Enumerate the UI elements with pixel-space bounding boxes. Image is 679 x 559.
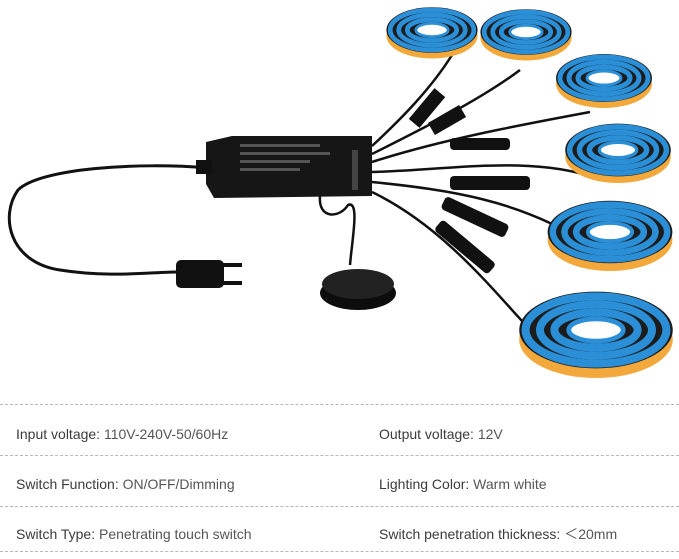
spec-label: Output voltage: (379, 426, 474, 442)
divider-1 (0, 404, 679, 405)
spec-value: ＜20mm (560, 526, 618, 542)
led-strip-reel-6 (519, 292, 673, 378)
spec-value: Penetrating touch switch (95, 526, 252, 542)
lighting-color-spec: Lighting Color: Warm white (379, 459, 547, 509)
cable-connectors (408, 88, 530, 274)
spec-label: Switch Type: (16, 526, 96, 542)
switch-function-spec: Switch Function: ON/OFF/Dimming (16, 459, 235, 509)
touch-sensor (320, 269, 396, 310)
spec-value: ON/OFF/Dimming (118, 476, 235, 492)
divider-4 (0, 551, 679, 552)
spec-label: Switch Function: (16, 476, 119, 492)
led-strip-reel-4 (565, 124, 671, 183)
spec-label: Input voltage: (16, 426, 101, 442)
spec-row-2: Switch Function: ON/OFF/Dimming Lighting… (0, 459, 679, 509)
led-strip-reel-2 (480, 9, 571, 60)
divider-2 (0, 455, 679, 456)
spec-value: Warm white (469, 476, 547, 492)
spec-value: 12V (473, 426, 503, 442)
power-plug (176, 260, 242, 288)
output-voltage-spec: Output voltage: 12V (379, 409, 503, 459)
spec-label: Switch penetration thickness: (379, 526, 561, 542)
spec-row-3: Switch Type: Penetrating touch switch Sw… (0, 509, 679, 559)
spec-label: Lighting Color: (379, 476, 470, 492)
power-cable (7, 164, 209, 276)
input-voltage-spec: Input voltage: 110V-240V-50/60Hz (16, 409, 228, 459)
spec-value: 110V-240V-50/60Hz (100, 426, 229, 442)
product-illustration (7, 0, 679, 402)
switch-penetration-thickness-spec: Switch penetration thickness: ＜20mm (379, 509, 617, 559)
switch-type-spec: Switch Type: Penetrating touch switch (16, 509, 252, 559)
led-strip-reel-3 (556, 54, 652, 108)
divider-3 (0, 506, 679, 507)
led-strip-reel-1 (386, 7, 477, 58)
controller-box (196, 136, 372, 198)
led-strip-reel-5 (548, 201, 673, 271)
touch-sensor-cable (318, 195, 356, 266)
spec-row-1: Input voltage: 110V-240V-50/60Hz Output … (0, 409, 679, 459)
